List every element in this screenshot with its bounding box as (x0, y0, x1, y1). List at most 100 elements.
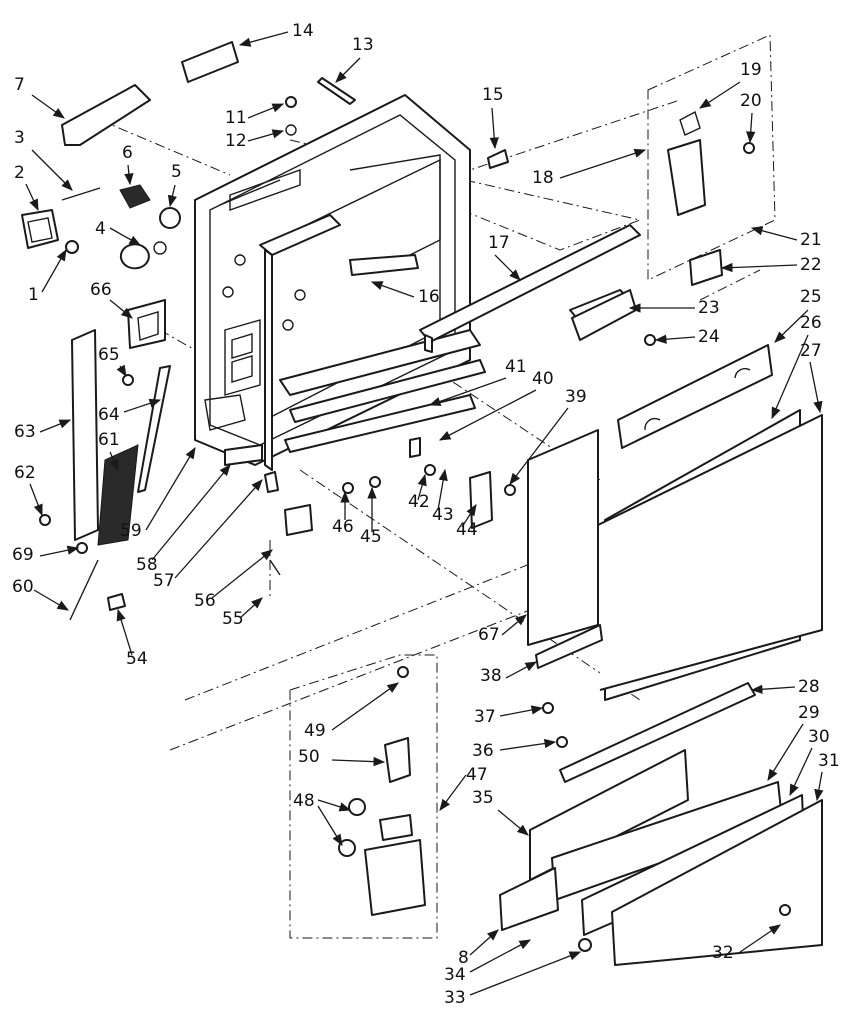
callout-leader-64 (123, 398, 162, 413)
callout-label-29: 29 (798, 703, 820, 723)
callout-46: 46 (332, 490, 354, 537)
switch-assembly-inset (289, 654, 438, 939)
callout-14: 14 (238, 21, 314, 47)
callout-leader-24 (654, 334, 696, 344)
callout-label-24: 24 (698, 327, 720, 347)
callout-label-43: 43 (432, 505, 454, 525)
callout-leader-38 (505, 661, 538, 679)
callout-32: 32 (712, 924, 781, 963)
callout-23: 23 (628, 298, 720, 318)
callout-leader-6 (124, 164, 134, 186)
callout-59: 59 (120, 446, 196, 541)
callout-label-28: 28 (798, 677, 820, 697)
callout-label-45: 45 (360, 527, 382, 547)
callout-label-6: 6 (122, 143, 133, 163)
callout-label-13: 13 (352, 35, 374, 55)
callout-56: 56 (194, 549, 273, 611)
callout-leader-22 (720, 262, 798, 273)
callout-leader-60 (33, 589, 70, 611)
callout-leader-56 (211, 549, 273, 599)
callout-label-69: 69 (12, 545, 34, 565)
callout-label-44: 44 (456, 520, 478, 540)
callout-label-63: 63 (14, 422, 36, 442)
callout-65: 65 (98, 345, 127, 378)
callout-26: 26 (771, 313, 822, 420)
callout-leader-25 (774, 309, 809, 343)
callout-7: 7 (14, 75, 65, 119)
callout-67: 67 (478, 614, 527, 645)
callout-leader-32 (739, 924, 781, 953)
callout-27: 27 (800, 341, 823, 414)
callout-leader-66 (109, 299, 133, 319)
callout-leader-14 (238, 31, 289, 47)
callout-34: 34 (444, 939, 532, 985)
callout-label-60: 60 (12, 577, 34, 597)
callout-leader-59 (145, 446, 196, 531)
callout-label-58: 58 (136, 555, 158, 575)
callout-label-57: 57 (153, 571, 175, 591)
callout-label-35: 35 (472, 788, 494, 808)
callout-label-30: 30 (808, 727, 830, 747)
callout-leader-28 (750, 684, 796, 694)
callout-31: 31 (814, 751, 840, 802)
callout-leader-63 (39, 419, 72, 433)
callout-leader-18 (559, 148, 647, 179)
callout-42: 42 (408, 473, 430, 512)
callout-leader-7 (31, 94, 65, 119)
callout-18: 18 (532, 148, 647, 188)
callout-13: 13 (335, 35, 374, 83)
callout-leader-65 (116, 364, 127, 378)
callout-leader-3 (31, 149, 73, 191)
callout-label-39: 39 (565, 387, 587, 407)
callout-58: 58 (136, 464, 231, 575)
callout-leader-67 (501, 614, 527, 636)
callout-leader-15 (489, 107, 499, 150)
callout-leader-30 (789, 747, 813, 797)
lower-right-panels (499, 682, 823, 966)
callout-label-16: 16 (418, 287, 440, 307)
callout-label-50: 50 (298, 747, 320, 767)
upper-left-parts (21, 84, 181, 349)
callout-24: 24 (654, 327, 720, 347)
callout-39: 39 (509, 387, 587, 485)
callout-label-22: 22 (800, 255, 822, 275)
callout-62: 62 (14, 463, 43, 517)
callout-label-11: 11 (225, 108, 247, 128)
callout-label-55: 55 (222, 609, 244, 629)
callout-leader-4 (109, 227, 142, 246)
hinge-spring-parts (39, 329, 171, 621)
callout-60: 60 (12, 577, 70, 611)
callout-5: 5 (167, 162, 182, 208)
callout-label-59: 59 (120, 521, 142, 541)
callout-3: 3 (14, 128, 73, 191)
callout-label-18: 18 (532, 168, 554, 188)
callout-label-14: 14 (292, 21, 314, 41)
callout-leader-62 (29, 483, 43, 517)
callout-label-4: 4 (95, 219, 106, 239)
callout-leader-69 (39, 545, 80, 557)
callout-label-23: 23 (698, 298, 720, 318)
callout-66: 66 (90, 280, 133, 319)
callout-55: 55 (222, 597, 263, 629)
callout-leader-48 (317, 799, 352, 812)
callout-label-41: 41 (505, 357, 527, 377)
callout-leader-41 (428, 377, 507, 406)
callout-leader-49 (331, 682, 399, 731)
callout-leader-33 (469, 951, 582, 996)
callout-leader-31 (814, 771, 824, 802)
callout-label-31: 31 (818, 751, 840, 771)
callout-label-38: 38 (480, 666, 502, 686)
callout-11: 11 (225, 103, 285, 128)
callout-leader-36 (499, 738, 557, 751)
callout-8: 8 (458, 929, 499, 968)
callout-label-5: 5 (171, 162, 182, 182)
outer-door-panels (469, 344, 823, 701)
callout-40: 40 (438, 369, 554, 441)
callout-50: 50 (298, 747, 386, 767)
callout-leader-40 (438, 389, 537, 441)
callout-30: 30 (789, 727, 830, 797)
callout-label-8: 8 (458, 948, 469, 968)
callout-label-33: 33 (444, 988, 466, 1008)
callout-36: 36 (472, 738, 557, 761)
